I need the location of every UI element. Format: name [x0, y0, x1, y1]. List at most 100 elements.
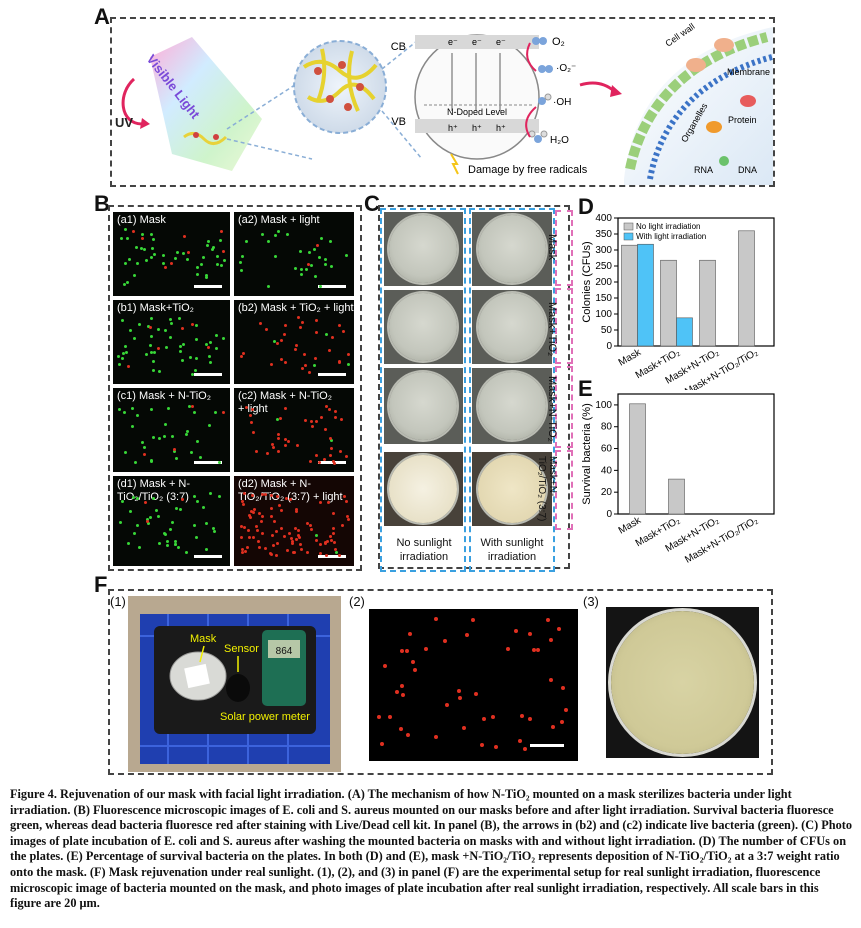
- dead-bacterium-dot: [283, 333, 287, 337]
- dead-bacterium-dot: [528, 632, 533, 637]
- svg-text:H₂O: H₂O: [550, 135, 569, 146]
- dead-bacterium-dot: [411, 659, 416, 664]
- live-bacterium-dot: [202, 505, 206, 509]
- live-bacterium-dot: [133, 337, 137, 341]
- live-bacterium-dot: [313, 275, 317, 279]
- bar-with-light-irradiation: [637, 243, 654, 347]
- dead-bacterium-dot: [271, 543, 275, 547]
- dead-bacterium-dot: [465, 632, 470, 637]
- live-bacterium-dot: [267, 284, 271, 288]
- y-axis-label: Colonies (CFUs): [581, 241, 593, 322]
- live-bacterium-dot: [151, 497, 155, 501]
- svg-text:O₂: O₂: [552, 36, 565, 48]
- live-bacterium-dot: [127, 541, 131, 545]
- col-label-no: No sunlight irradiation: [396, 537, 452, 563]
- dead-bacterium-dot: [346, 515, 350, 519]
- y-tick-label: 200: [595, 277, 612, 288]
- row-label-mask: Mask: [546, 234, 558, 261]
- live-bacterium-dot: [123, 411, 127, 415]
- fluorescence-tile-d2: (d2) Mask + N-TiO₂/TiO₂ (3:7) + light: [234, 476, 354, 566]
- y-tick-label: 300: [595, 245, 612, 256]
- dead-bacterium-dot: [310, 425, 314, 429]
- x-tick-label: Mask+N-TiO₂/TiO₂: [683, 515, 760, 566]
- dead-bacterium-dot: [275, 341, 279, 345]
- svg-text:h⁺: h⁺: [448, 123, 458, 133]
- live-bacterium-dot: [219, 264, 223, 268]
- live-bacterium-dot: [215, 263, 219, 267]
- dead-bacterium-dot: [304, 364, 308, 368]
- live-bacterium-dot: [118, 408, 122, 412]
- live-bacterium-dot: [168, 336, 172, 340]
- fluorescence-tile-c2: (c2) Mask + N-TiO₂ + light: [234, 388, 354, 472]
- live-bacterium-dot: [244, 239, 248, 243]
- dead-bacterium-dot: [307, 371, 311, 375]
- live-bacterium-dot: [117, 354, 121, 358]
- live-bacterium-dot: [149, 334, 153, 338]
- live-bacterium-dot: [204, 273, 208, 277]
- caption-lead: Figure 4. Rejuvenation of our mask with …: [10, 787, 345, 801]
- dead-bacterium-dot: [494, 744, 499, 749]
- f-sub-1: (1): [110, 594, 126, 609]
- live-bacterium-dot: [330, 265, 334, 269]
- live-bacterium-dot: [191, 373, 195, 377]
- x-tick-label: Mask: [617, 515, 644, 537]
- dead-bacterium-dot: [284, 407, 288, 411]
- live-bacterium-dot: [344, 254, 348, 257]
- live-bacterium-dot: [196, 499, 200, 503]
- dead-bacterium-dot: [157, 346, 161, 350]
- live-bacterium-dot: [185, 550, 189, 554]
- live-bacterium-dot: [272, 339, 276, 343]
- dead-bacterium-dot: [142, 453, 146, 457]
- dead-bacterium-dot: [269, 552, 273, 556]
- live-bacterium-dot: [162, 254, 166, 258]
- live-bacterium-dot: [208, 341, 212, 345]
- dead-bacterium-dot: [310, 528, 314, 532]
- live-bacterium-dot: [174, 457, 178, 461]
- dead-bacterium-dot: [445, 702, 450, 707]
- dead-bacterium-dot: [314, 318, 318, 322]
- live-bacterium-dot: [277, 229, 281, 233]
- live-bacterium-dot: [312, 247, 316, 251]
- live-bacterium-dot: [315, 533, 319, 537]
- live-bacterium-dot: [310, 263, 314, 267]
- dead-bacterium-dot: [339, 449, 343, 453]
- plate-photo-ntio2-no: [384, 368, 463, 444]
- svg-text:·OH: ·OH: [553, 97, 571, 108]
- dead-bacterium-dot: [241, 550, 245, 554]
- live-bacterium-dot: [120, 357, 124, 361]
- dead-bacterium-dot: [282, 534, 286, 538]
- dead-bacterium-dot: [559, 720, 564, 724]
- dead-bacterium-dot: [479, 743, 484, 748]
- y-tick-label: 150: [595, 293, 612, 304]
- dead-bacterium-dot: [457, 689, 462, 694]
- live-bacterium-dot: [219, 238, 223, 242]
- dead-bacterium-dot: [298, 535, 302, 539]
- dead-bacterium-dot: [239, 525, 243, 529]
- live-bacterium-dot: [146, 325, 150, 329]
- dead-bacterium-dot: [401, 693, 406, 698]
- dead-bacterium-dot: [222, 249, 225, 253]
- live-bacterium-dot: [188, 405, 192, 409]
- live-bacterium-dot: [274, 255, 278, 259]
- dead-bacterium-dot: [399, 684, 404, 689]
- live-bacterium-dot: [213, 410, 217, 414]
- dead-bacterium-dot: [250, 407, 254, 411]
- dead-bacterium-dot: [256, 529, 260, 533]
- y-tick-label: 20: [601, 487, 613, 498]
- live-bacterium-dot: [195, 324, 199, 328]
- live-bacterium-dot: [194, 338, 198, 342]
- dead-bacterium-dot: [331, 460, 335, 464]
- dead-bacterium-dot: [443, 638, 448, 643]
- y-tick-label: 250: [595, 261, 612, 272]
- live-bacterium-dot: [240, 255, 244, 259]
- dead-bacterium-dot: [320, 416, 324, 420]
- dead-bacterium-dot: [322, 458, 326, 462]
- dead-bacterium-dot: [329, 539, 333, 543]
- dead-bacterium-dot: [408, 632, 413, 637]
- y-tick-label: 350: [595, 229, 612, 240]
- dead-bacterium-dot: [180, 498, 184, 502]
- dead-bacterium-dot: [332, 511, 336, 515]
- live-bacterium-dot: [209, 361, 213, 365]
- dead-bacterium-dot: [126, 365, 130, 369]
